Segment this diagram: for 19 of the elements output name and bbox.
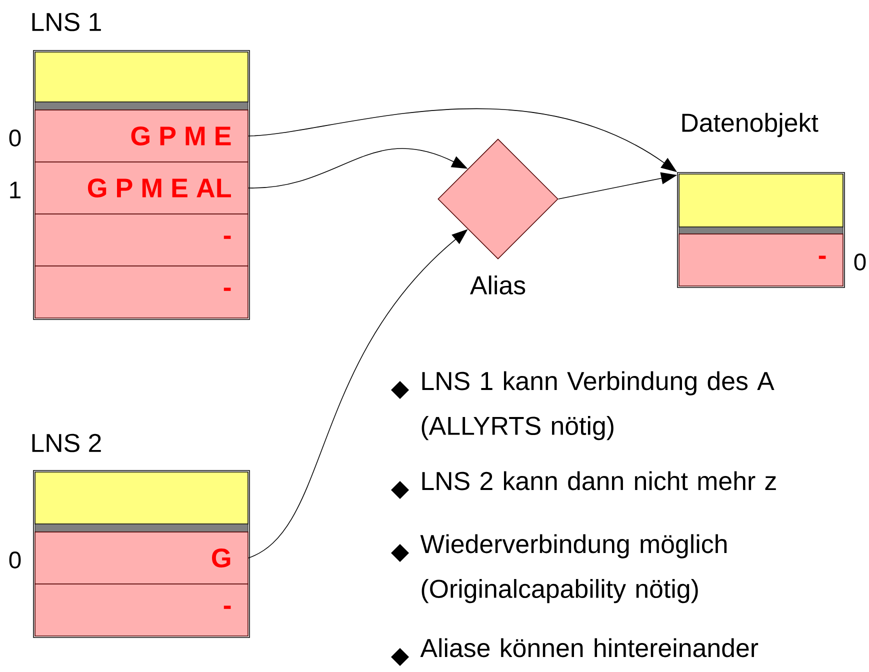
table-row: - [34,584,248,636]
row-index: 1 [10,182,20,198]
table-row: G [34,532,248,584]
table-title: LNS 2 [32,434,101,452]
table-row: G P M E [34,110,248,162]
bullet-text: Wiederverbindung möglich (Originalcapability nötig) [420,534,727,604]
table-title: Datenobjekt [682,112,818,138]
row-index: 0 [9,130,21,146]
row-index: 0 [854,254,866,270]
bullet-text: LNS 1 kann Verbindung des A (ALLYRTS nötig) [422,371,774,440]
row-index: 0 [9,552,21,568]
bullet-text: LNS 2 kann dann nicht mehr z [422,471,776,490]
node-label: Alias [470,275,526,295]
table-row: G P M E AL [34,162,248,214]
table-title: LNS 1 [32,12,101,32]
table-row: - [678,234,844,286]
bullet-text: Aliase können hintereinander [420,638,758,658]
table-row: - [34,214,248,266]
table-row: - [34,266,248,318]
